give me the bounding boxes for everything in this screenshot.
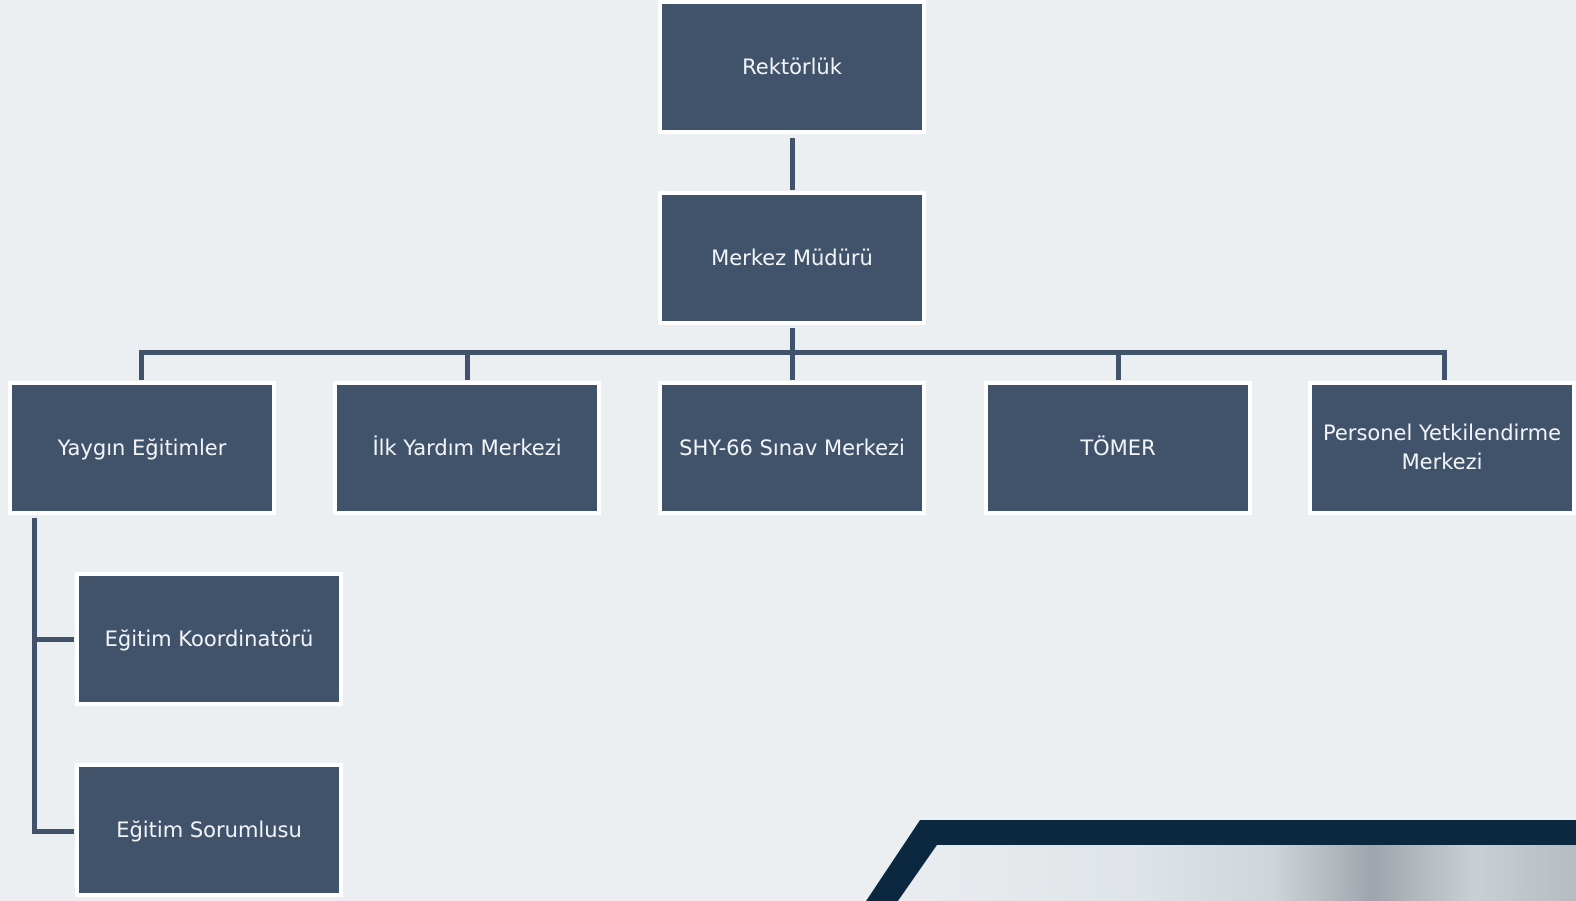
node-egitim-koordinatoru[interactable]: Eğitim Koordinatörü — [75, 572, 343, 706]
connector-unit-5 — [1442, 350, 1447, 380]
node-tomer[interactable]: TÖMER — [984, 381, 1252, 515]
node-egitim-sorumlusu[interactable]: Eğitim Sorumlusu — [75, 763, 343, 897]
connector-unit-4 — [1116, 350, 1121, 380]
node-personel-yetkilendirme-merkezi[interactable]: Personel Yetkilendirme Merkezi — [1308, 381, 1576, 515]
node-rektorluk[interactable]: Rektörlük — [658, 0, 926, 134]
connector-subunit-1 — [32, 637, 74, 642]
connector-unit-1 — [139, 350, 144, 380]
connector-root-director — [790, 138, 795, 190]
node-yaygin-egitimler[interactable]: Yaygın Eğitimler — [8, 381, 276, 515]
connector-unit-2 — [465, 350, 470, 380]
connector-subunit-2 — [32, 829, 74, 834]
node-shy-66-sinav-merkezi[interactable]: SHY-66 Sınav Merkezi — [658, 381, 926, 515]
connector-subunit-vertical — [32, 518, 37, 834]
node-ilk-yardim-merkezi[interactable]: İlk Yardım Merkezi — [333, 381, 601, 515]
connector-director-bus — [790, 328, 795, 353]
node-merkez-muduru[interactable]: Merkez Müdürü — [658, 191, 926, 325]
connector-unit-3 — [790, 350, 795, 380]
